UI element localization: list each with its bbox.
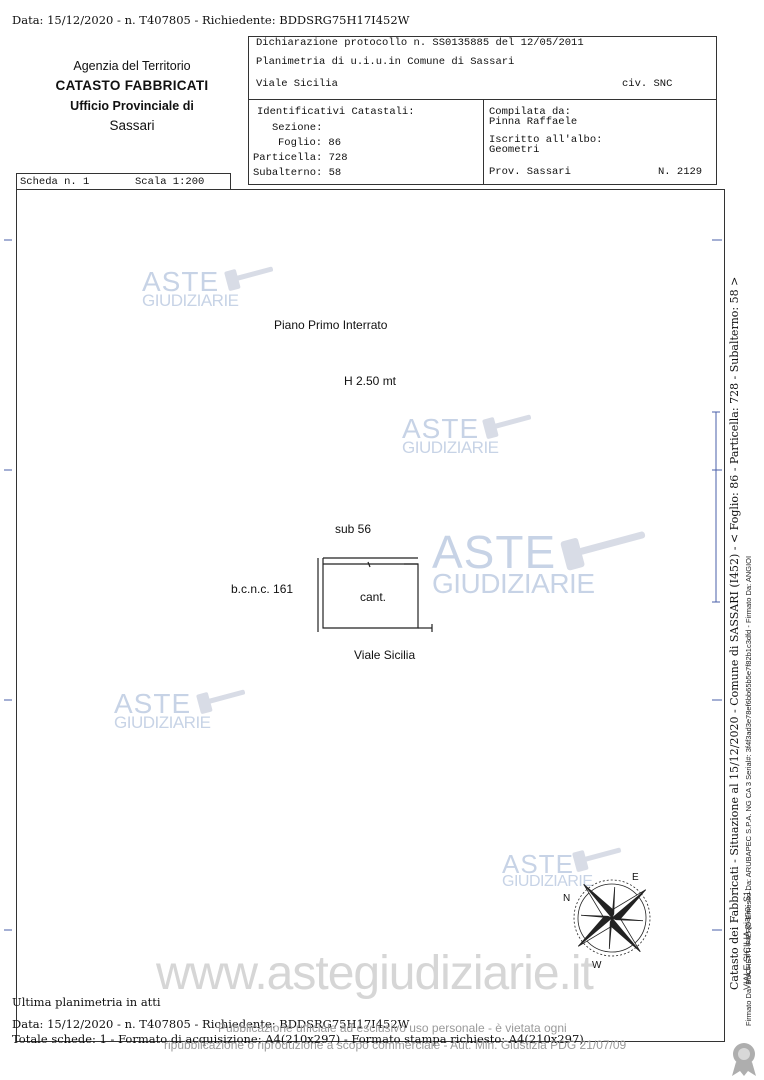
office-city: Sassari: [109, 118, 155, 133]
street-label: Viale Sicilia: [354, 648, 416, 662]
publication-notice-2: ripubblicazione o riproduzione a scopo c…: [164, 1038, 627, 1052]
watermark-logo: ASTE GIUDIZIARIE: [402, 413, 499, 457]
bcnc-label: b.c.n.c. 161: [231, 582, 294, 596]
dichiarazione-protocollo: Dichiarazione protocollo n. SS0135885 de…: [256, 37, 584, 49]
watermark-logo: ASTE GIUDIZIARIE: [432, 526, 595, 600]
watermark-logo: ASTE GIUDIZIARIE: [114, 688, 211, 732]
request-info-bottom: Data: 15/12/2020 - n. T407805 - Richiede…: [12, 1017, 410, 1031]
ident-title: Identificativi Catastali:: [257, 106, 415, 118]
request-info-top: Data: 15/12/2020 - n. T407805 - Richiede…: [12, 13, 410, 27]
seal-icon: [732, 1043, 756, 1076]
compass-rose-icon: [573, 879, 651, 957]
civic-number: civ. SNC: [622, 78, 673, 90]
floor-label: Piano Primo Interrato: [274, 318, 388, 332]
iscritto-label: Iscritto all'albo:: [489, 134, 603, 146]
subalterno: Subalterno: 58: [253, 167, 342, 179]
compass-e-label: E: [632, 872, 639, 883]
publication-notice-1: Pubblicazione ufficiale ad esclusivo uso…: [218, 1021, 567, 1035]
scala: Scala 1:200: [135, 176, 205, 188]
office-label: Ufficio Provinciale di: [70, 99, 194, 113]
albo-number: N. 2129: [658, 166, 703, 178]
address-line: Viale Sicilia: [256, 78, 338, 90]
totale-schede: Totale schede: 1 - Formato di acquisizio…: [12, 1032, 584, 1046]
particella: Particella: 728: [253, 152, 348, 164]
catasto-title: CATASTO FABBRICATI: [55, 78, 209, 93]
agency-name: Agenzia del Territorio: [73, 59, 191, 73]
height-label: H 2.50 mt: [344, 374, 397, 388]
compilatore: Pinna Raffaele: [489, 116, 578, 128]
compilata-label: Compilata da:: [489, 106, 571, 118]
planimetria-comune: Planimetria di u.i.u.in Comune di Sassar…: [256, 56, 515, 68]
scheda-number: Scheda n. 1: [20, 176, 90, 188]
side-digital-signature: Firmato Da: BUCHETTI PIERO Emesso Da: AR…: [744, 556, 753, 1026]
sub-label: sub 56: [335, 522, 372, 536]
side-catasto-info: Catasto dei Fabbricati - Situazione al 1…: [728, 276, 741, 990]
watermark-logo: ASTE GIUDIZIARIE: [502, 849, 593, 891]
watermark-website: www.astegiudiziarie.it: [156, 947, 594, 1000]
foglio: Foglio: 86: [278, 137, 342, 149]
cantina-room-plan: [317, 557, 433, 632]
agency-block: Agenzia del Territorio CATASTO FABBRICAT…: [16, 38, 248, 172]
provincia: Prov. Sassari: [489, 166, 571, 178]
watermark-logo: ASTE GIUDIZIARIE: [142, 266, 239, 310]
compass-n-label: N: [563, 893, 571, 904]
compass-w-label: W: [592, 960, 602, 971]
cantina-label: cant.: [360, 590, 387, 604]
sezione: Sezione:: [272, 122, 323, 134]
albo: Geometri: [489, 144, 540, 156]
ultima-planimetria: Ultima planimetria in atti: [12, 995, 161, 1009]
